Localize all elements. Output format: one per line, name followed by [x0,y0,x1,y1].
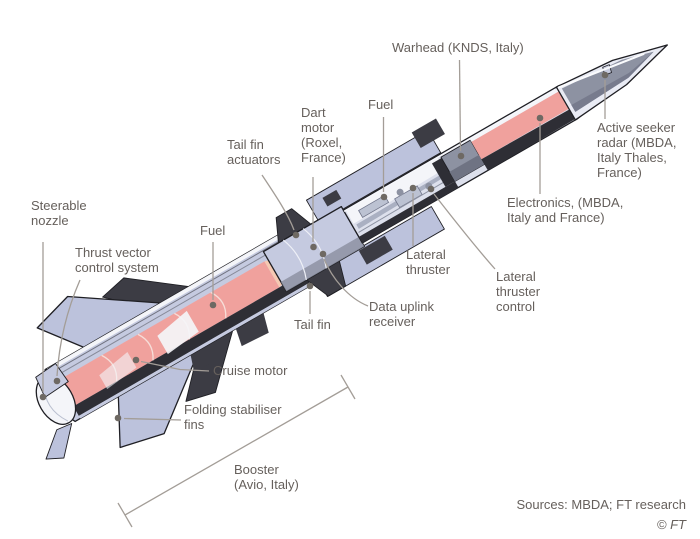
label-tail-fin: Tail fin [294,317,331,332]
label-data-uplink-receiver: Data uplink receiver [369,299,435,329]
nose-cone [555,44,668,121]
leader-data-uplink [319,250,369,307]
cutaway-shell-panels [306,118,445,298]
label-booster: Booster (Avio, Italy) [234,462,299,492]
leader-thrust-vector [53,279,81,385]
label-steerable-nozzle: Steerable nozzle [31,198,87,228]
leader-warhead [457,59,465,160]
leader-electronics [536,114,544,194]
leader-dart-motor [310,177,317,251]
label-lateral-thruster-control: Lateral thruster control [496,269,541,314]
booster-body [44,229,317,423]
label-active-seeker-radar: Active seeker radar (MBDA, Italy Thales,… [597,120,677,180]
steerable-nozzle-dome [35,363,77,425]
label-thrust-vector-control: Thrust vector control system [75,245,159,275]
active-seeker-section [561,51,654,112]
label-fuel-booster: Fuel [200,223,226,238]
leader-fuel-dart [380,117,388,201]
booster-strake [235,310,269,347]
label-fuel-dart: Fuel [368,97,394,112]
leader-folding-fins [114,414,182,422]
sources-note: Sources: MBDA; FT research [516,497,686,512]
dart-body [342,44,668,244]
callouts [39,59,609,528]
booster-strake [190,339,218,372]
leader-lateral-thruster-control [427,185,496,270]
internal-mechanisms [356,173,449,233]
leader-active-seeker [601,71,609,119]
leader-lateral-thruster [409,184,417,246]
label-warhead: Warhead (KNDS, Italy) [392,40,524,55]
label-cruise-motor: Cruise motor [213,363,288,378]
leader-cruise-motor [132,356,210,372]
booster-bracket [117,374,356,528]
leader-steerable-nozzle [39,242,47,401]
missile-body [35,44,668,460]
label-electronics: Electronics, (MBDA, Italy and France) [507,195,624,225]
label-folding-stabiliser-fins: Folding stabiliser fins [184,402,282,432]
label-dart-motor: Dart motor (Roxel, France) [301,105,346,165]
electronics-section [469,86,576,171]
label-tail-fin-actuators: Tail fin actuators [227,137,281,167]
leader-fuel-booster [209,242,217,309]
leader-tail-fin [306,282,314,314]
ft-copyright: © FT [656,517,686,532]
label-lateral-thruster: Lateral thruster [406,247,451,277]
leader-tail-fin-actuators [261,174,300,239]
